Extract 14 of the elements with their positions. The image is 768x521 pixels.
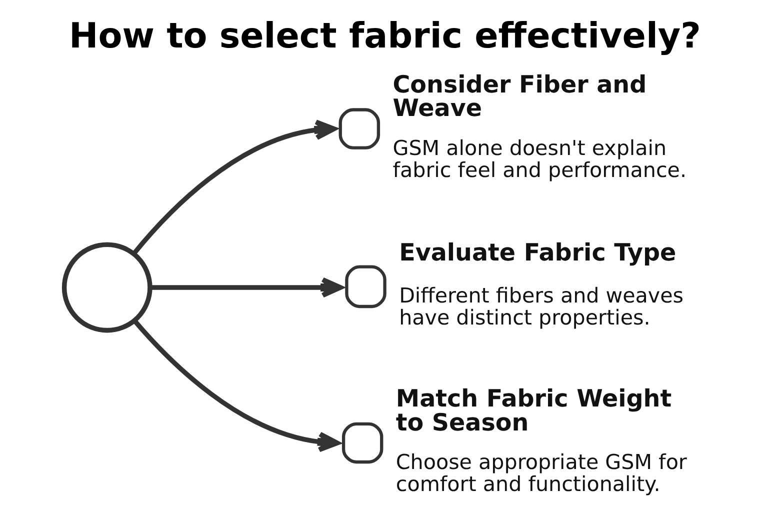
arrow — [133, 320, 340, 452]
node-label: Match Fabric Weight to Season — [396, 384, 672, 436]
arrow — [132, 120, 336, 256]
diagram-title: How to select fabric effectively? — [69, 16, 701, 56]
node-label: GSM alone doesn't explain fabric feel and performance. — [392, 136, 687, 182]
node-picture — [338, 108, 380, 150]
node-label: Evaluate Fabric Type — [399, 238, 676, 266]
node-label: Consider Fiber and Weave — [392, 70, 647, 122]
node-picture — [342, 422, 384, 464]
node-picture — [345, 265, 386, 308]
node-circle — [62, 242, 152, 333]
node-label: Choose appropriate GSM for comfort and functionality. — [396, 450, 687, 496]
arrow — [150, 277, 343, 298]
node-label: Different fibers and weaves have distinct properties. — [399, 283, 684, 330]
